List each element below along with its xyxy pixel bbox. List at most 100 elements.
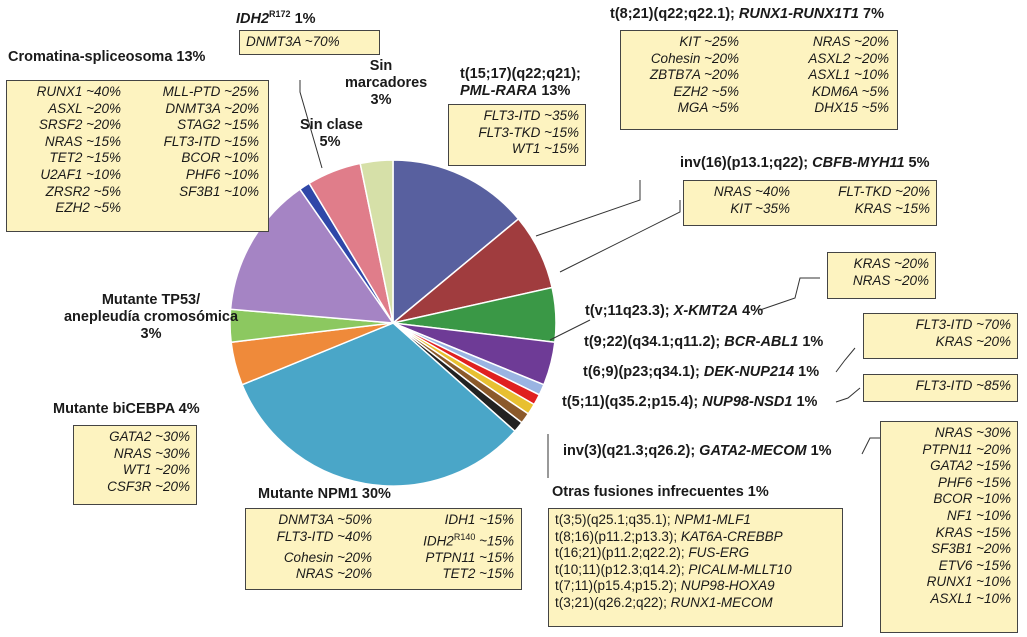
box-cell: EZH2 ~5% bbox=[673, 83, 739, 99]
box-row: t(3;5)(q25.1;q35.1); NPM1-MLF1 bbox=[555, 512, 751, 527]
box-cell: MLL-PTD ~25% bbox=[162, 84, 259, 99]
label-otras: Otras fusiones infrecuentes 1% bbox=[552, 484, 769, 500]
box-row: NRAS ~20% bbox=[852, 272, 929, 288]
box-cell: SRSF2 ~20% bbox=[38, 117, 121, 133]
leader-line bbox=[835, 347, 856, 373]
box-cell: NRAS ~20% bbox=[812, 34, 889, 49]
box-row: SF3B1 ~20% bbox=[931, 541, 1011, 557]
box-cell: BCOR ~10% bbox=[181, 150, 259, 166]
label-bcr-abl1: t(9;22)(q34.1;q11.2); BCR-ABL1 1% bbox=[584, 334, 824, 350]
box-cell: U2AF1 ~10% bbox=[40, 166, 121, 182]
box-cell: FLT3-ITD ~40% bbox=[276, 528, 372, 544]
box-row: WT1 ~15% bbox=[511, 141, 579, 157]
box-cebpa: GATA2 ~30%NRAS ~30%WT1 ~20%CSF3R ~20% bbox=[73, 425, 197, 505]
box-row: t(8;16)(p11.2;p13.3); KAT6A-CREBBP bbox=[555, 528, 783, 544]
box-cell: Cohesin ~20% bbox=[283, 549, 372, 565]
box-cell: ZBTB7A ~20% bbox=[649, 67, 739, 83]
box-row: MGA ~5% DHX15 ~5% bbox=[627, 100, 891, 117]
box-row: GATA2 ~30% bbox=[109, 429, 190, 444]
box-row: RUNX1 ~40% MLL-PTD ~25% bbox=[13, 84, 262, 101]
label-gata2-mecom: inv(3)(q21.3;q26.2); GATA2-MECOM 1% bbox=[563, 443, 832, 459]
box-runx1: KIT ~25%NRAS ~20%Cohesin ~20%ASXL2 ~20%Z… bbox=[620, 30, 898, 130]
box-npm1: DNMT3A ~50%IDH1 ~15%FLT3-ITD ~40%IDH2R14… bbox=[245, 508, 522, 590]
box-cell: ZRSR2 ~5% bbox=[45, 183, 121, 199]
pie-slice-0 bbox=[392, 159, 520, 325]
box-cell: ASXL2 ~20% bbox=[808, 50, 889, 66]
label-idh2: IDH2R172 1% bbox=[236, 9, 316, 27]
label-dek: t(6;9)(p23;q34.1); DEK-NUP214 1% bbox=[583, 364, 820, 380]
box-row: FLT3-ITD ~40% IDH2R140 ~15% bbox=[252, 529, 515, 550]
box-row: BCOR ~10% bbox=[933, 491, 1011, 507]
box-cromatina: RUNX1 ~40% MLL-PTD ~25% ASXL ~20% DNMT3A ~2… bbox=[6, 80, 269, 232]
box-row: GATA2 ~15% bbox=[930, 458, 1011, 474]
box-cell: FLT-TKD ~20% bbox=[838, 184, 930, 199]
box-kmt2a: KRAS ~20%NRAS ~20% bbox=[827, 252, 936, 299]
box-row: ETV6 ~15% bbox=[938, 557, 1011, 573]
box-cell: RUNX1 ~40% bbox=[36, 84, 121, 99]
box-row: FLT3-ITD ~35% bbox=[483, 108, 579, 123]
box-pml-rara: FLT3-ITD ~35%FLT3-TKD ~15%WT1 ~15% bbox=[448, 104, 586, 166]
pie-slice-12 bbox=[229, 188, 395, 324]
box-row: t(7;11)(p15.4;p15.2); NUP98-HOXA9 bbox=[555, 578, 775, 594]
box-row: t(10;11)(p12.3;q14.2); PICALM-MLLT10 bbox=[555, 561, 792, 577]
box-cell: PHF6 ~10% bbox=[185, 166, 259, 182]
box-cell: EZH2 ~5% bbox=[55, 200, 121, 216]
box-row: PHF6 ~15% bbox=[937, 474, 1011, 490]
box-row: Cohesin ~20% PTPN11 ~15% bbox=[252, 550, 515, 567]
leader-line bbox=[299, 80, 323, 169]
label-cbfb: inv(16)(p13.1;q22); CBFB-MYH11 5% bbox=[680, 155, 930, 171]
box-row: KIT ~35%KRAS ~15% bbox=[690, 201, 930, 218]
box-dek: FLT3-ITD ~70%KRAS ~20% bbox=[863, 313, 1018, 359]
box-cell: DNMT3A ~20% bbox=[165, 100, 259, 116]
label-pml-rara: t(15;17)(q22;q21);PML-RARA 13% bbox=[460, 66, 581, 99]
box-nup98: FLT3-ITD ~85% bbox=[863, 374, 1018, 402]
box-row: KIT ~25%NRAS ~20% bbox=[627, 34, 891, 51]
box-row: EZH2 ~5% bbox=[13, 200, 262, 217]
box-cell: TET2 ~15% bbox=[442, 566, 514, 582]
box-row: NRAS ~15%FLT3-ITD ~15% bbox=[13, 134, 262, 151]
box-cell: IDH2R140 ~15% bbox=[423, 531, 514, 549]
box-row: U2AF1 ~10% PHF6 ~10% bbox=[13, 167, 262, 184]
box-row: ZBTB7A ~20%ASXL1 ~10% bbox=[627, 67, 891, 84]
box-row: SRSF2 ~20% STAG2 ~15% bbox=[13, 117, 262, 134]
leader-line bbox=[559, 200, 681, 273]
box-row: CSF3R ~20% bbox=[107, 478, 190, 494]
box-gata2-mecom: NRAS ~30%PTPN11 ~20%GATA2 ~15%PHF6 ~15%B… bbox=[880, 421, 1018, 633]
box-cell: ASXL ~20% bbox=[48, 100, 121, 116]
box-row: PTPN11 ~20% bbox=[922, 441, 1011, 457]
box-row: NRAS ~30% bbox=[934, 425, 1011, 440]
box-row: FLT3-ITD ~85% bbox=[915, 378, 1011, 393]
label-runx1: t(8;21)(q22;q22.1); RUNX1-RUNX1T1 7% bbox=[610, 6, 884, 22]
box-cell: DNMT3A ~50% bbox=[278, 512, 372, 527]
box-row: KRAS ~20% bbox=[935, 333, 1011, 349]
box-cell: Cohesin ~20% bbox=[650, 50, 739, 66]
box-cell: STAG2 ~15% bbox=[177, 117, 259, 133]
leader-line bbox=[835, 387, 861, 403]
box-row: TET2 ~15%BCOR ~10% bbox=[13, 150, 262, 167]
box-cell: PTPN11 ~15% bbox=[425, 549, 514, 565]
leader-line bbox=[549, 319, 591, 341]
label-npm1: Mutante NPM1 30% bbox=[258, 486, 391, 502]
box-cell: MGA ~5% bbox=[677, 100, 739, 116]
box-row: ZRSR2 ~5%SF3B1 ~10% bbox=[13, 184, 262, 201]
box-idh2: DNMT3A ~70% bbox=[239, 30, 380, 55]
box-cell: KRAS ~15% bbox=[854, 200, 930, 216]
leader-line bbox=[861, 437, 880, 455]
box-row: ASXL ~20% DNMT3A ~20% bbox=[13, 101, 262, 118]
box-row: KRAS ~15% bbox=[935, 524, 1011, 540]
box-row: RUNX1 ~10% bbox=[926, 574, 1011, 590]
box-row: NRAS ~30% bbox=[113, 445, 190, 461]
box-row: FLT3-ITD ~70% bbox=[915, 317, 1011, 332]
box-cell: FLT3-ITD ~15% bbox=[163, 133, 259, 149]
box-cell: DHX15 ~5% bbox=[814, 100, 889, 116]
leader-line bbox=[759, 277, 820, 311]
box-cell: KDM6A ~5% bbox=[811, 83, 889, 99]
label-cebpa: Mutante biCEBPA 4% bbox=[53, 401, 200, 417]
box-row: t(3;21)(q26.2;q22); RUNX1-MECOM bbox=[555, 594, 773, 610]
